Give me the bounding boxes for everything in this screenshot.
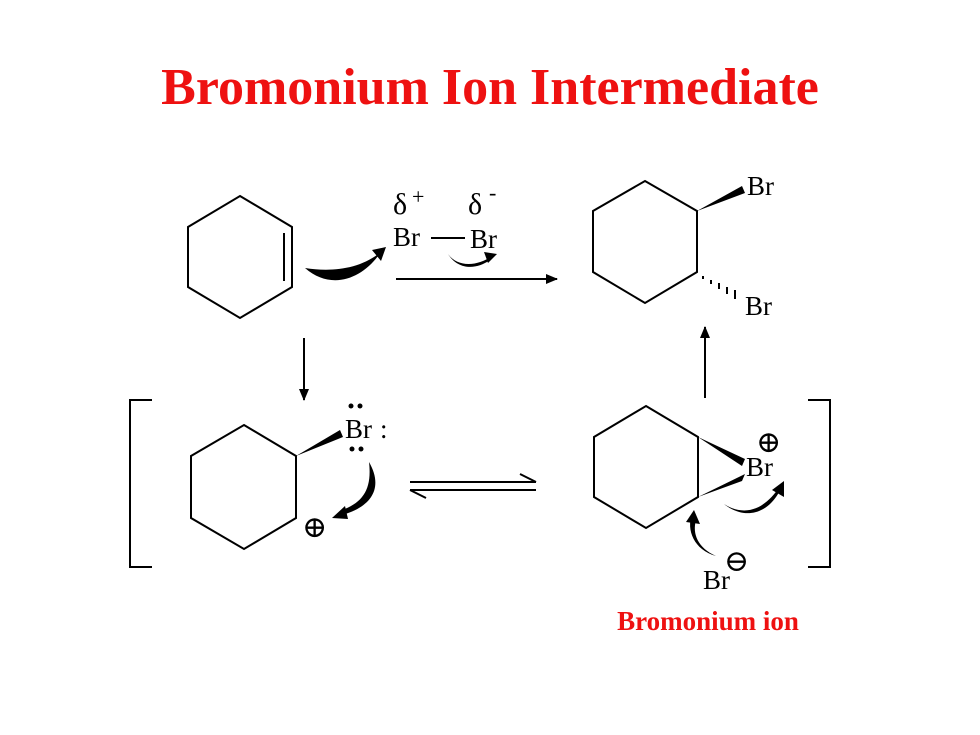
carbocation-br-label: Br: [345, 414, 372, 444]
lone-pairs: [348, 403, 364, 452]
wedge-bond: [698, 437, 745, 466]
lone-pair-right: :: [380, 414, 388, 444]
bromonium-charge: ⊕: [756, 426, 781, 459]
pi-bond-attack-arrow: [305, 247, 386, 281]
bromide-label: Br: [703, 565, 730, 595]
wedge-bond: [697, 186, 745, 211]
delta-minus-symbol: δ: [468, 188, 482, 221]
cyclohexene-molecule: [187, 194, 293, 320]
br-right-label: Br: [470, 224, 497, 254]
bromine-reagent: δ + δ - Br Br: [393, 180, 497, 267]
bromonium-ion: Br ⊕ Br ⊖: [593, 404, 784, 595]
dibromide-product: Br Br: [592, 171, 774, 321]
carbocation-charge: ⊕: [302, 511, 327, 544]
plus-sign: +: [412, 184, 424, 209]
bond-cleavage-arrow: [448, 254, 492, 267]
bromonium-br-label: Br: [746, 452, 773, 482]
ring-opening-arrow: [724, 486, 780, 514]
delta-plus-symbol: δ: [393, 188, 407, 221]
wedge-bond: [296, 430, 343, 456]
product-br-bottom: Br: [745, 291, 772, 321]
right-bracket: [808, 399, 831, 568]
page-title: Bromonium Ion Intermediate: [161, 59, 819, 116]
product-br-top: Br: [747, 171, 774, 201]
lone-pair-attack-arrow: [338, 462, 376, 516]
equilibrium-arrows: [409, 473, 537, 499]
minus-sign: -: [489, 180, 496, 205]
bromide-charge: ⊖: [724, 545, 749, 578]
br-left-label: Br: [393, 222, 420, 252]
bromonium-ion-caption: Bromonium ion: [617, 606, 799, 636]
carbocation-intermediate: Br : ⊕: [190, 403, 388, 551]
left-bracket: [129, 399, 152, 568]
hash-bond: [702, 276, 736, 299]
wedge-bond: [698, 474, 745, 497]
